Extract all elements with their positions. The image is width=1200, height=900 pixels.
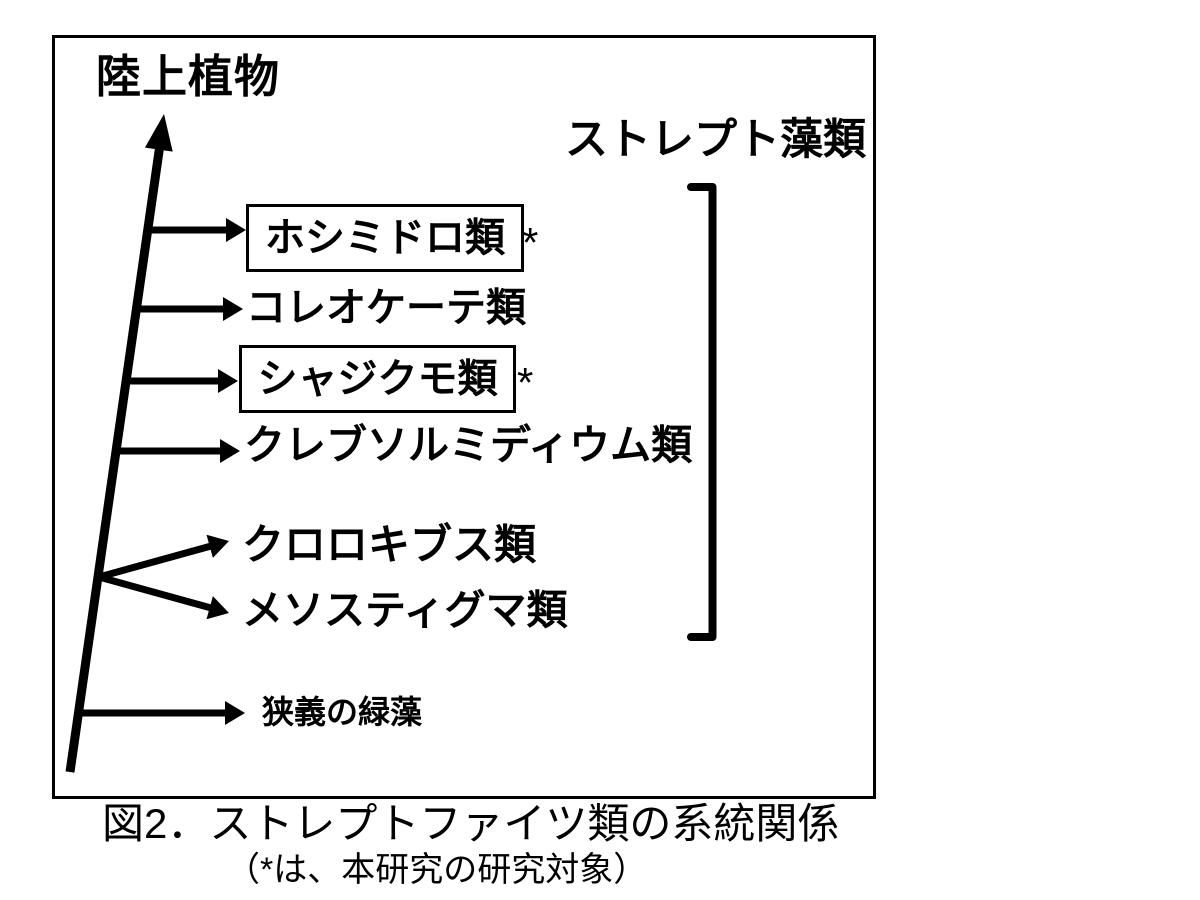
land-plants-label: 陸上植物 xyxy=(96,51,281,102)
branch-arrow-shajikumo xyxy=(126,369,238,393)
taxon-label-green-algae: 狭義の緑藻 xyxy=(262,694,423,730)
main-stem-arrow xyxy=(65,114,173,773)
branch-arrow-chlorokybus xyxy=(98,534,229,581)
taxon-box-shajikumo: シャジクモ類 xyxy=(239,345,516,413)
taxon-label-shajikumo: シャジクモ類 xyxy=(257,357,498,401)
asterisk-marker-shajikumo: * xyxy=(517,359,534,406)
branch-arrow-hoshimidoro xyxy=(147,218,246,242)
branch-arrow-green-algae xyxy=(79,701,245,725)
taxon-label-hoshimidoro: ホシミドロ類 xyxy=(265,216,505,260)
taxon-label-chlorokybus: クロロキブス類 xyxy=(242,521,537,568)
figure-border xyxy=(52,35,876,799)
asterisk-marker-hoshimidoro: * xyxy=(522,219,539,266)
streptophyte-algae-label: ストレプト藻類 xyxy=(565,116,866,164)
branch-arrow-coleochaete xyxy=(136,297,243,321)
taxon-label-klebsormidium: クレブソルミディウム類 xyxy=(244,422,693,468)
branch-arrow-klebsormidium xyxy=(116,439,240,463)
branch-arrow-mesostigma xyxy=(98,573,229,620)
taxon-box-hoshimidoro: ホシミドロ類 xyxy=(246,204,524,272)
group-bracket xyxy=(687,183,717,641)
taxon-label-coleochaete: コレオケーテ類 xyxy=(246,286,526,330)
taxon-label-mesostigma: メソスティグマ類 xyxy=(242,587,568,633)
figure-caption-title: 図2．ストレプトファイツ類の系統関係 xyxy=(102,800,840,847)
figure-caption-note: （*は、本研究の研究対象） xyxy=(226,851,648,889)
